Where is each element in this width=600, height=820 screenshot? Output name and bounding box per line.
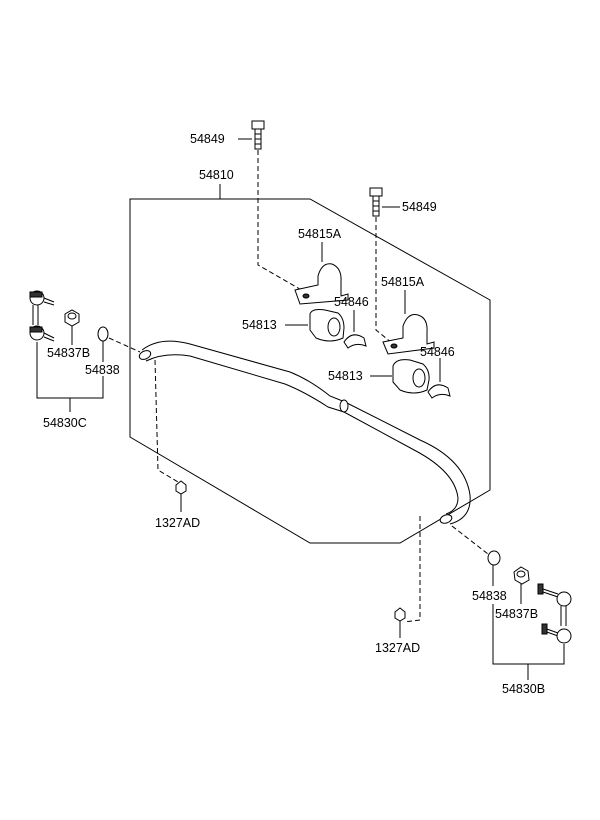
link-right — [537, 583, 572, 644]
dash-bolt-top — [257, 150, 306, 293]
stabilizer-bar — [138, 340, 471, 525]
label-nut-left: 1327AD — [155, 516, 200, 530]
bushing-lower — [392, 359, 430, 394]
label-nut-right: 1327AD — [375, 641, 420, 655]
bushing-upper — [309, 309, 345, 342]
label-bolt-top: 54849 — [190, 132, 225, 146]
nut-left — [175, 480, 187, 495]
label-ring-left: 54838 — [85, 363, 120, 377]
nut-left-link — [64, 309, 80, 327]
clip-upper — [343, 334, 367, 349]
dash-ring-right — [451, 525, 489, 555]
label-bracket-upper: 54815A — [298, 227, 342, 241]
dash-bolt-right — [375, 217, 393, 344]
label-ring-right: 54838 — [472, 589, 507, 603]
dash-ring-left — [108, 337, 141, 353]
nut-right — [394, 607, 406, 622]
label-bolt-right: 54849 — [402, 200, 437, 214]
clip-lower — [427, 384, 451, 399]
label-bushing-lower: 54813 — [328, 369, 363, 383]
bolt-top — [251, 120, 265, 150]
dash-nut-right — [403, 516, 421, 623]
bracket-upper — [294, 263, 349, 305]
bolt-right — [369, 187, 383, 217]
label-clip-lower: 54846 — [420, 345, 455, 359]
label-bar-assembly: 54810 — [199, 168, 234, 182]
label-nut-left-link: 54837B — [47, 346, 90, 360]
dash-nut-left — [154, 359, 179, 483]
label-link-right: 54830B — [502, 682, 545, 696]
label-bushing-upper: 54813 — [242, 318, 277, 332]
label-nut-right-link: 54837B — [495, 607, 538, 621]
label-bracket-lower: 54815A — [381, 275, 425, 289]
label-link-left: 54830C — [43, 416, 87, 430]
ring-right — [487, 550, 501, 566]
assembly-outline — [129, 198, 491, 544]
nut-right-link — [513, 566, 530, 585]
bracket-lower — [382, 314, 435, 355]
ring-left — [97, 326, 109, 342]
label-clip-upper: 54846 — [334, 295, 369, 309]
link-left — [29, 290, 55, 342]
